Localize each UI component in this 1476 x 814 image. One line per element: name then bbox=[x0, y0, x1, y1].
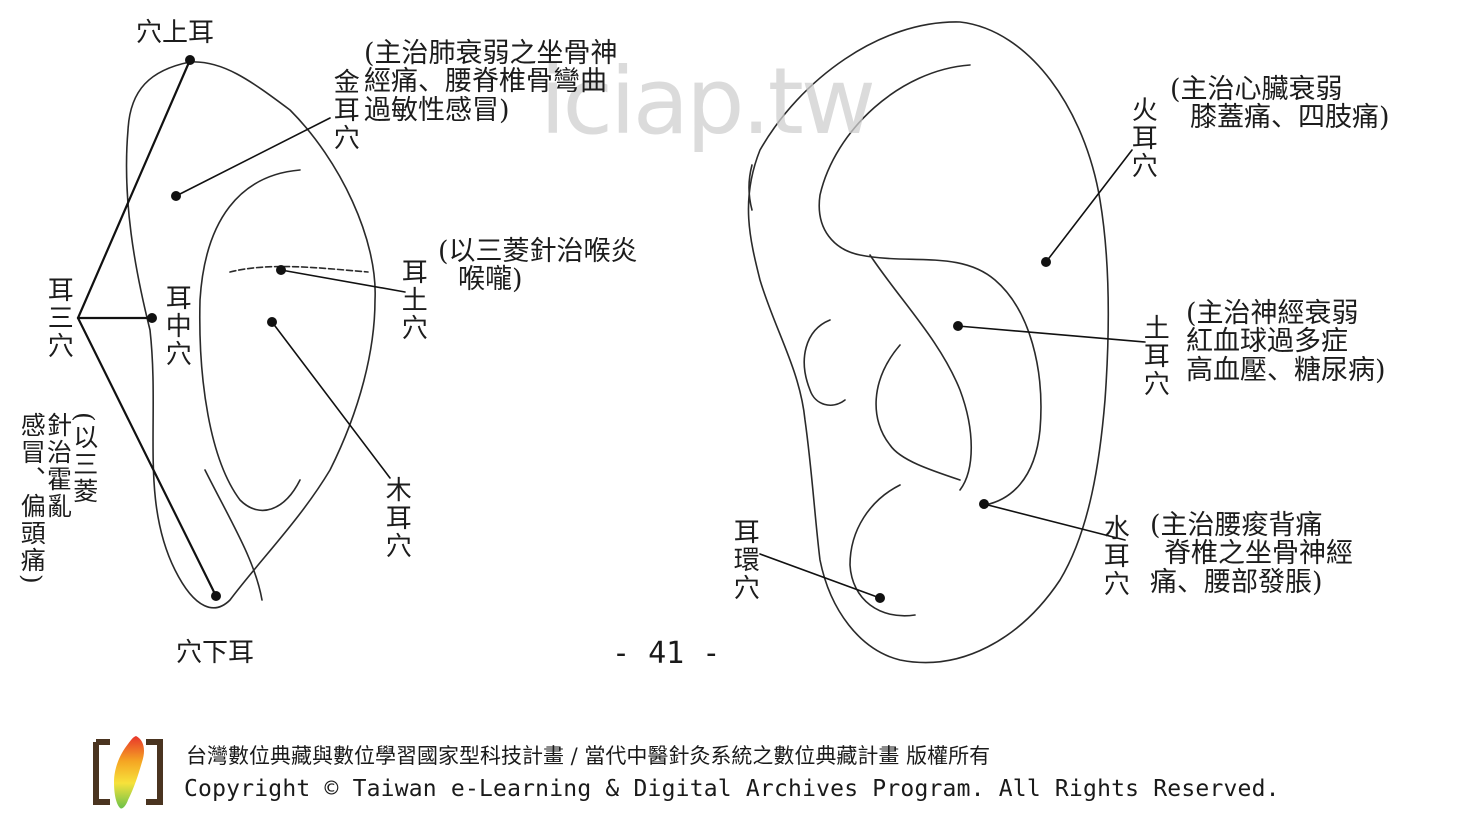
note-shui-line: (主治腰痠背痛 bbox=[1150, 510, 1323, 541]
note-jin-line: 經痛、腰脊椎骨彎曲 bbox=[364, 66, 607, 98]
leader-line-mu bbox=[271, 321, 391, 479]
acupoint-dot-tu-upper bbox=[276, 265, 286, 275]
note-tu-upper-line: (以三菱針治喉炎 bbox=[438, 236, 638, 267]
note-huo: (主治心臟衰弱 膝蓋痛、四肢痛) bbox=[1170, 74, 1390, 134]
right-ear-lobe bbox=[849, 484, 916, 617]
label-jin-point: 金耳穴 bbox=[329, 68, 360, 152]
acupoint-dot-top bbox=[185, 55, 195, 65]
taiwan-archives-logo-icon bbox=[93, 736, 163, 809]
right-ear-inner-helix bbox=[818, 64, 1042, 506]
left-ear-crease bbox=[229, 265, 369, 273]
note-group-line: 針治霍亂 bbox=[43, 412, 73, 520]
right-ear-concha bbox=[875, 344, 961, 481]
note-shui: (主治腰痠背痛 脊椎之坐骨神經 痛、腰部發脹) bbox=[1150, 510, 1353, 598]
note-huo-line: (主治心臟衰弱 bbox=[1170, 74, 1343, 105]
leader-line-group-bottom bbox=[76, 316, 218, 598]
label-bottom-point: 穴下耳 bbox=[176, 638, 255, 668]
note-tu-line: 紅血球過多症 bbox=[1186, 326, 1348, 358]
note-tu: (主治神經衰弱 紅血球過多症 高血壓、糖尿病) bbox=[1186, 298, 1386, 386]
leader-line-jin bbox=[175, 117, 331, 197]
leader-line-shui bbox=[983, 503, 1126, 541]
copyright-footer: 台灣數位典藏與數位學習國家型科技計畫 / 當代中醫針灸系統之數位典藏計畫 版權所… bbox=[88, 732, 1279, 812]
acupoint-dot-jin bbox=[171, 191, 181, 201]
acupoint-dot-shui bbox=[979, 499, 989, 509]
left-ear-inner-fold bbox=[198, 169, 301, 512]
note-shui-line: 脊椎之坐骨神經 bbox=[1164, 538, 1353, 570]
leader-line-tu-upper bbox=[280, 269, 406, 293]
acupoint-dot-huan bbox=[875, 593, 885, 603]
watermark: iciap.tw bbox=[540, 48, 876, 155]
acupoint-dot-mu bbox=[267, 317, 277, 327]
note-jin-line: (主治肺衰弱之坐骨神 bbox=[364, 38, 618, 69]
note-jin-line: 過敏性感冒) bbox=[364, 94, 510, 126]
note-group: (以三菱 針治霍亂 感冒、偏頭痛) bbox=[17, 412, 99, 742]
label-huan-point: 耳環穴 bbox=[729, 518, 760, 602]
leader-line-huan bbox=[759, 553, 881, 599]
footer-line-chinese: 台灣數位典藏與數位學習國家型科技計畫 / 當代中醫針灸系統之數位典藏計畫 版權所… bbox=[186, 744, 991, 768]
acupoint-dot-middle bbox=[147, 313, 157, 323]
leader-line-group-top bbox=[76, 58, 192, 320]
label-mu-point: 木耳穴 bbox=[381, 476, 412, 560]
label-group: 耳三穴 bbox=[43, 276, 74, 360]
note-tu-line: (主治神經衰弱 bbox=[1186, 298, 1359, 329]
note-jin: (主治肺衰弱之坐骨神 經痛、腰脊椎骨彎曲 過敏性感冒) bbox=[364, 38, 618, 126]
label-tu-point: 土耳穴 bbox=[1139, 314, 1170, 398]
label-top-point: 穴上耳 bbox=[136, 18, 215, 48]
label-tu-upper-point: 耳土穴 bbox=[397, 258, 428, 342]
right-ear-antihelix bbox=[869, 254, 972, 491]
note-tu-line: 高血壓、糖尿病) bbox=[1186, 354, 1386, 386]
label-shui-point: 水耳穴 bbox=[1099, 514, 1130, 598]
note-tu-upper: (以三菱針治喉炎 喉嚨) bbox=[438, 236, 638, 296]
note-shui-line: 痛、腰部發脹) bbox=[1150, 566, 1323, 598]
leader-line-huo bbox=[1045, 149, 1133, 263]
page-number: - 41 - bbox=[612, 636, 721, 671]
left-ear-lower-fold bbox=[204, 469, 263, 601]
acupoint-dot-bottom bbox=[211, 591, 221, 601]
right-ear-outer-helix bbox=[747, 21, 1110, 664]
left-ear-outline bbox=[125, 61, 376, 609]
note-huo-line: 膝蓋痛、四肢痛) bbox=[1190, 102, 1390, 134]
note-group-line: 感冒、偏頭痛) bbox=[17, 412, 47, 586]
footer-line-english: Copyright © Taiwan e-Learning & Digital … bbox=[184, 776, 1280, 802]
label-middle-point: 耳中穴 bbox=[161, 284, 192, 368]
note-group-line: (以三菱 bbox=[69, 412, 99, 505]
right-ear-tragus bbox=[803, 319, 846, 406]
note-tu-upper-line: 喉嚨) bbox=[458, 264, 523, 296]
acupoint-dot-huo bbox=[1041, 257, 1051, 267]
label-huo-point: 火耳穴 bbox=[1127, 96, 1158, 180]
acupoint-dot-tu bbox=[953, 321, 963, 331]
right-ear-edge-mark bbox=[748, 164, 753, 211]
leader-line-tu bbox=[957, 325, 1146, 343]
